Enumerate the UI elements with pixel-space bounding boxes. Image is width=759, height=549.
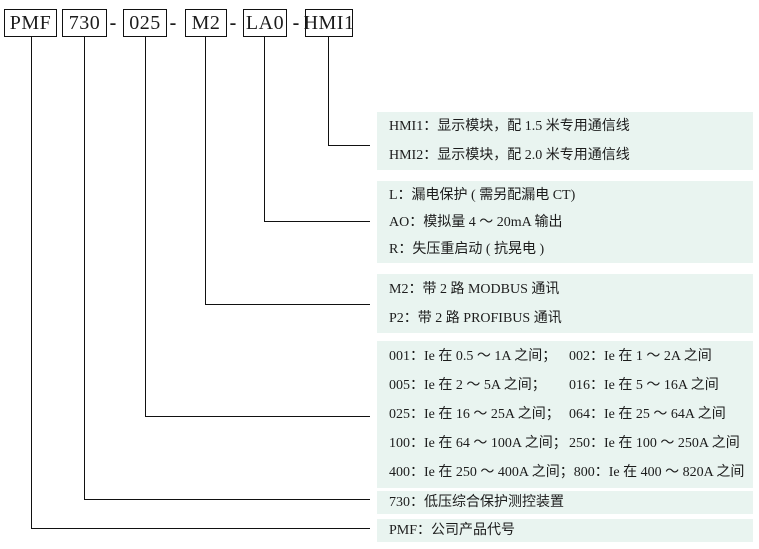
panel-row: 025：Ie 在 16 ～ 25A 之间； 064：Ie 在 25 ～ 64A … (389, 400, 753, 429)
panel-row: P2：带 2 路 PROFIBUS 通讯 (389, 310, 562, 326)
panel-row: R：失压重启动 ( 抗晃电 ) (389, 241, 545, 257)
current-range-left: 001：Ie 在 0.5 ～ 1A 之间； (389, 349, 557, 364)
panel-row: M2：带 2 路 MODBUS 通讯 (389, 281, 560, 297)
connector-line-025 (145, 37, 370, 417)
connector-line-hmi1 (328, 37, 370, 146)
connector-line-la0 (264, 37, 370, 222)
current-range-left: 025：Ie 在 16 ～ 25A 之间； (389, 407, 560, 422)
panel-row: 730：低压综合保护测控装置 (389, 495, 564, 510)
connector-line-pmf (31, 37, 370, 529)
code-box-pmf: PMF (4, 9, 57, 37)
code-box-la0: LA0 (243, 9, 287, 37)
current-range-right: 064：Ie 在 25 ～ 64A 之间 (569, 407, 726, 422)
code-separator: - (292, 11, 300, 34)
code-box-m2: M2 (185, 9, 227, 37)
panel-row: L：漏电保护 ( 需另配漏电 CT) (389, 187, 576, 203)
current-range-right: 002：Ie 在 1 ～ 2A 之间 (569, 349, 712, 364)
code-separator: - (109, 11, 117, 34)
panel-current-ranges: 001：Ie 在 0.5 ～ 1A 之间； 002：Ie 在 1 ～ 2A 之间… (377, 341, 753, 488)
connector-line-m2 (205, 37, 370, 305)
panel-row: HMI2：显示模块，配 2.0 米专用通信线 (389, 148, 630, 163)
code-separator: - (169, 11, 177, 34)
code-box-025: 025 (123, 9, 167, 37)
panel-series-description: 730：低压综合保护测控装置 (377, 491, 753, 514)
panel-function-options: L：漏电保护 ( 需另配漏电 CT) AO：模拟量 4 ～ 20mA 输出 R：… (377, 181, 753, 263)
current-range-left: 005：Ie 在 2 ～ 5A 之间； (389, 378, 546, 393)
current-range-left: 100：Ie 在 64 ～ 100A 之间； (389, 436, 567, 451)
panel-communication-options: M2：带 2 路 MODBUS 通讯 P2：带 2 路 PROFIBUS 通讯 (377, 274, 753, 333)
code-separator: - (229, 11, 237, 34)
panel-row: AO：模拟量 4 ～ 20mA 输出 (389, 214, 563, 230)
panel-row: 400：Ie 在 250 ～ 400A 之间； 800：Ie 在 400 ～ 8… (389, 458, 753, 487)
code-box-hmi1: HMI1 (304, 9, 354, 37)
panel-hmi-options: HMI1：显示模块，配 1.5 米专用通信线 HMI2：显示模块，配 2.0 米… (377, 112, 753, 170)
panel-row: 001：Ie 在 0.5 ～ 1A 之间； 002：Ie 在 1 ～ 2A 之间 (389, 342, 753, 371)
code-box-730: 730 (62, 9, 107, 37)
panel-row: 100：Ie 在 64 ～ 100A 之间； 250：Ie 在 100 ～ 25… (389, 429, 753, 458)
panel-brand-description: PMF：公司产品代号 (377, 519, 753, 542)
panel-row: HMI1：显示模块，配 1.5 米专用通信线 (389, 119, 630, 134)
panel-row: PMF：公司产品代号 (389, 523, 516, 538)
connector-line-730 (84, 37, 370, 500)
current-range-right: 250：Ie 在 100 ～ 250A 之间 (569, 436, 740, 451)
current-range-right: 016：Ie 在 5 ～ 16A 之间 (569, 378, 719, 393)
current-range-right: 800：Ie 在 400 ～ 820A 之间 (573, 465, 745, 480)
current-range-left: 400：Ie 在 250 ～ 400A 之间； (389, 465, 574, 480)
panel-row: 005：Ie 在 2 ～ 5A 之间； 016：Ie 在 5 ～ 16A 之间 (389, 371, 753, 400)
